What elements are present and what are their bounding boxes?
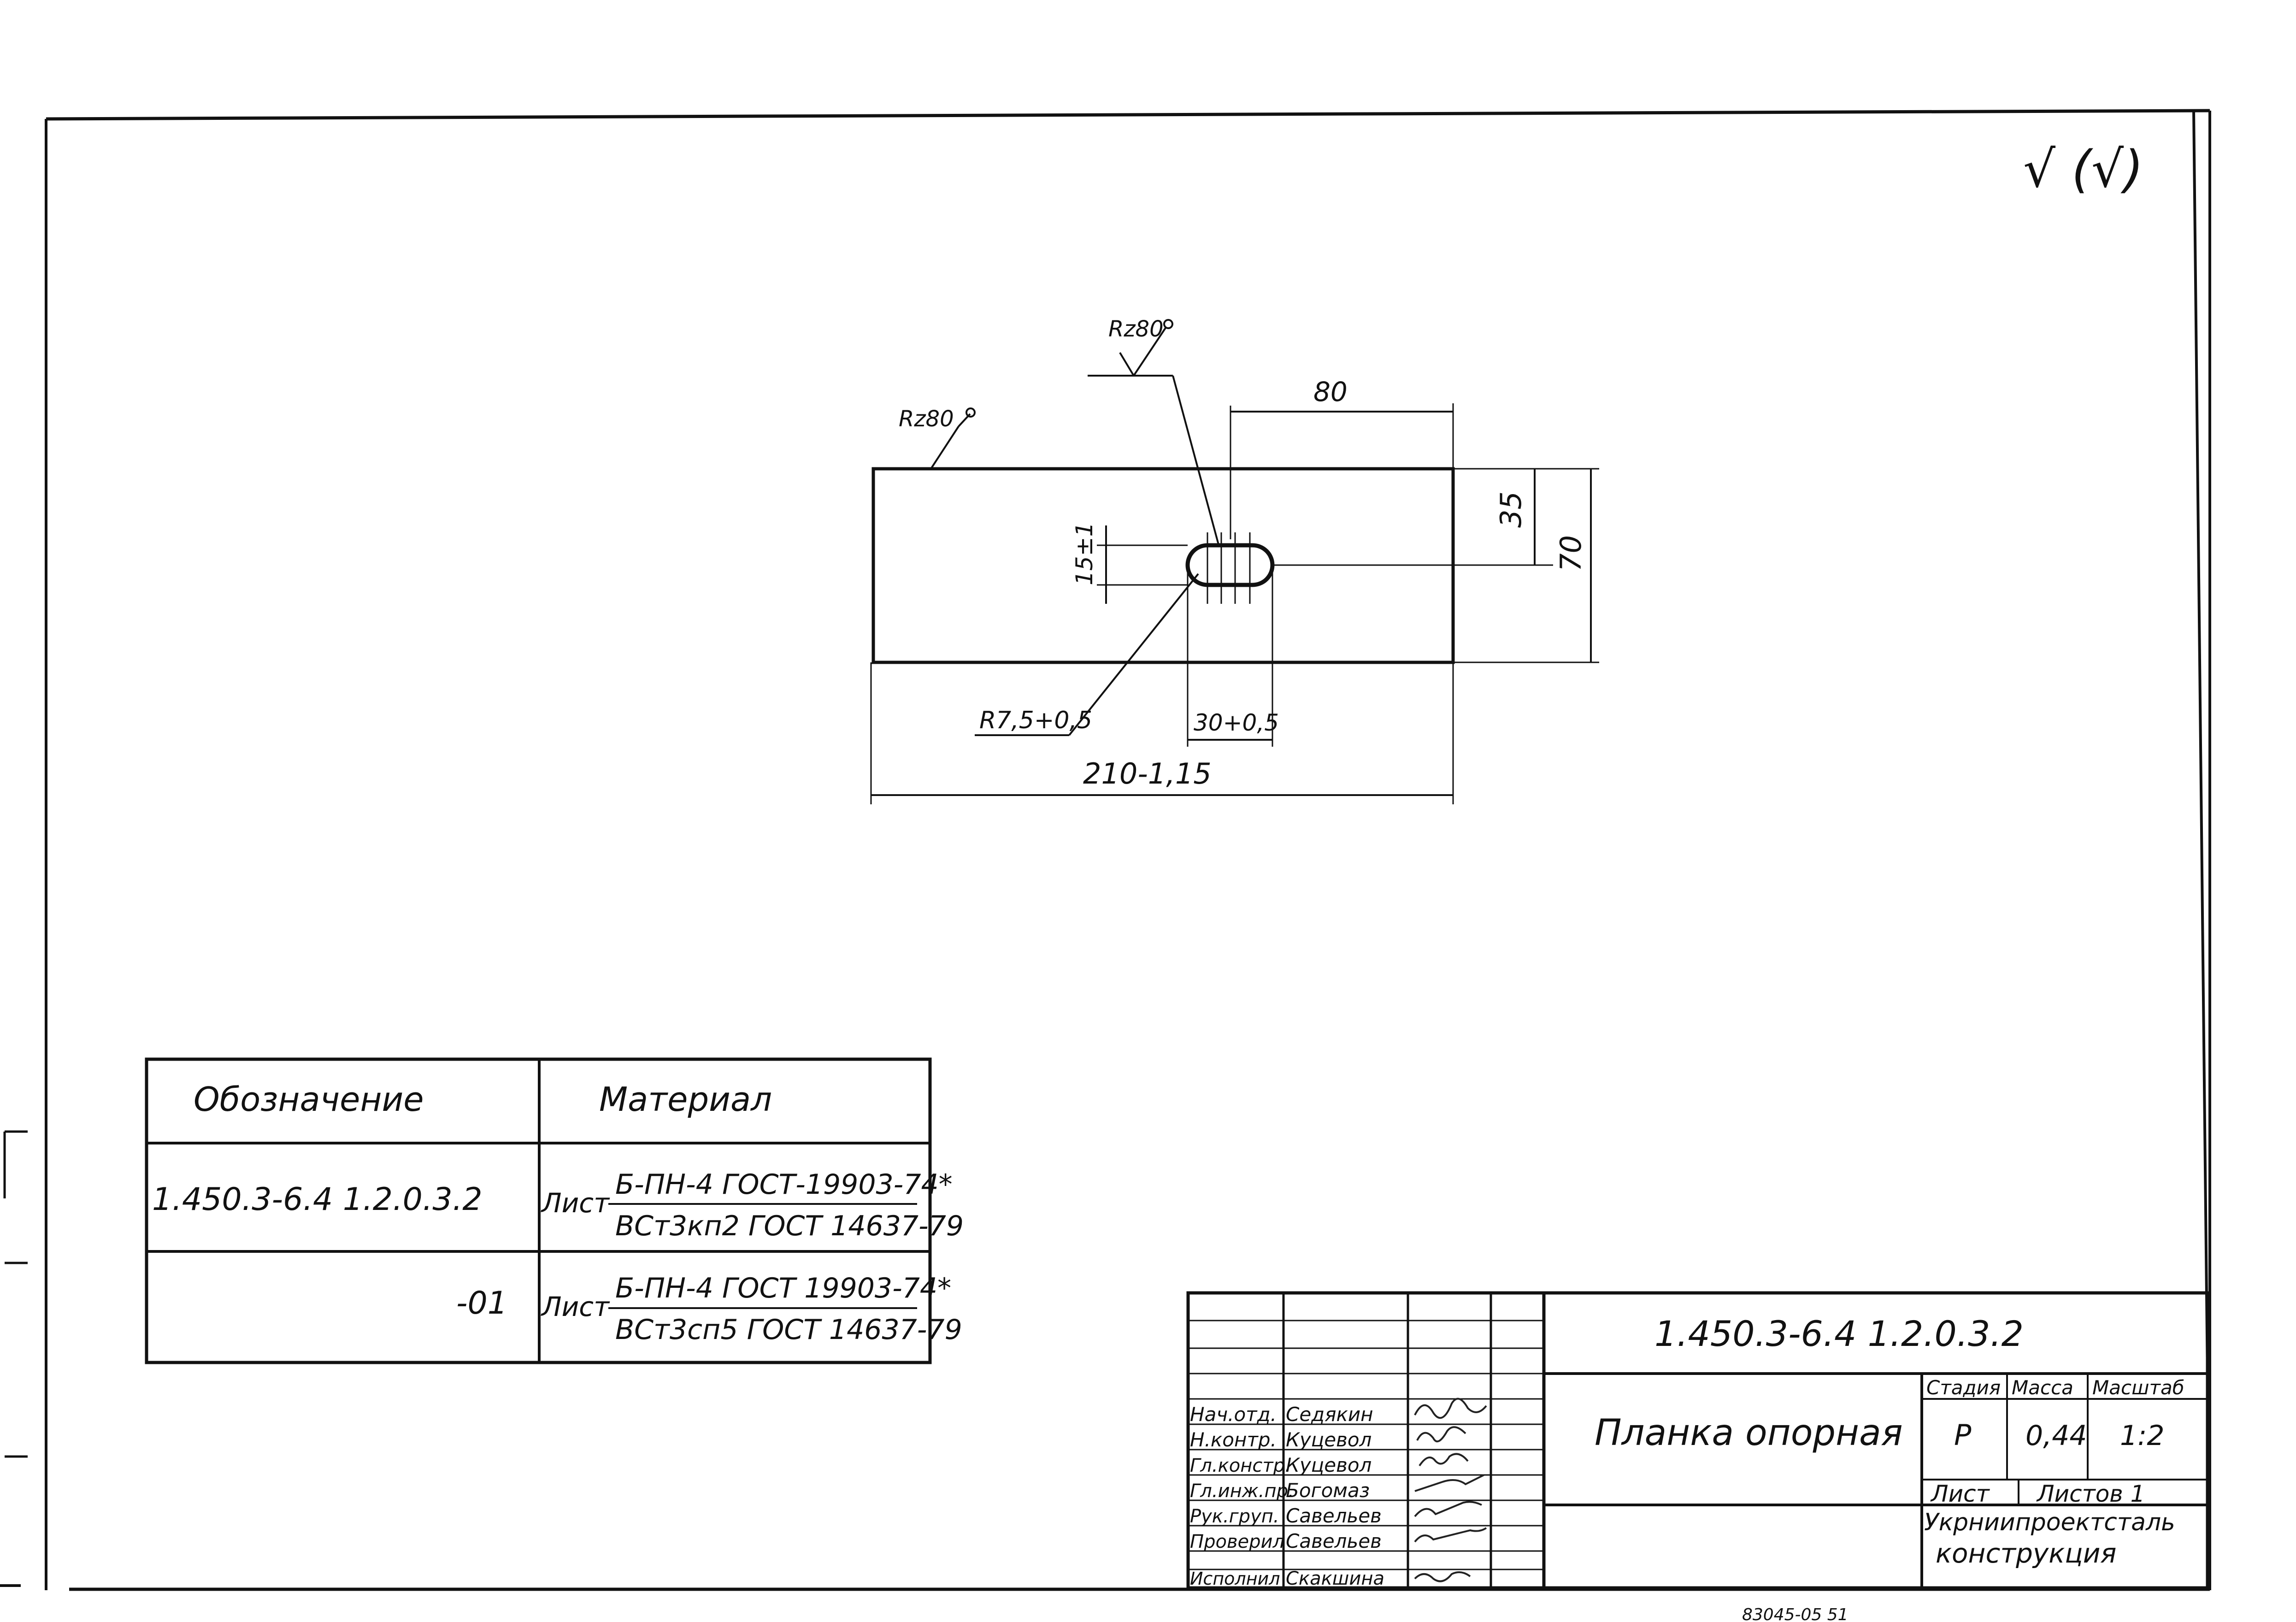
part-name: Планка опорная	[1595, 1412, 1903, 1454]
roughness-label-top: Rz80	[1108, 316, 1164, 342]
staff-name-3: Куцевол	[1286, 1454, 1372, 1476]
document-code: 1.450.3-6.4 1.2.0.3.2	[1654, 1313, 2024, 1354]
spec-row-2-material-top: Б-ПН-4 ГОСТ 19903-74*	[615, 1272, 951, 1304]
spec-row-1-prefix: Лист	[541, 1187, 610, 1219]
staff-role-2: Н.контр.	[1190, 1428, 1277, 1451]
staff-name-6: Савельев	[1286, 1530, 1382, 1552]
dim-length: 210-1,15	[1083, 757, 1212, 790]
organization-line-1: Укрниипроектсталь	[1924, 1509, 2175, 1536]
dim-slot-width: 15±1	[1071, 522, 1098, 585]
spec-row-1-material-top: Б-ПН-4 ГОСТ-19903-74*	[615, 1168, 953, 1201]
scale-header: Масштаб	[2092, 1376, 2184, 1399]
staff-role-1: Нач.отд.	[1190, 1403, 1277, 1426]
staff-role-6: Проверил	[1190, 1531, 1284, 1552]
scale-value: 1:2	[2120, 1420, 2165, 1452]
mass-header: Масса	[2012, 1376, 2073, 1399]
roughness-label-left: Rz80	[899, 406, 954, 432]
title-block: 1.450.3-6.4 1.2.0.3.2 Планка опорная Ста…	[1186, 1291, 2209, 1590]
spec-table: Обозначение Материал 1.450.3-6.4 1.2.0.3…	[145, 1057, 964, 1364]
slot-outline	[1185, 543, 1275, 587]
dim-slot-center: 80	[1313, 376, 1348, 407]
sheet-label: Лист	[1930, 1480, 1990, 1507]
spec-row-1-designation: 1.450.3-6.4 1.2.0.3.2	[152, 1181, 483, 1218]
spec-row-2-prefix: Лист	[541, 1291, 610, 1322]
staff-role-3: Гл.констр.	[1190, 1455, 1291, 1476]
dim-height: 70	[1554, 535, 1588, 572]
staff-name-4: Богомаз	[1286, 1479, 1370, 1502]
organization-line-2: конструкция	[1936, 1538, 2116, 1569]
signatures	[1414, 1398, 1487, 1582]
general-roughness-mark: √ (√)	[2023, 140, 2143, 199]
staff-name-5: Савельев	[1286, 1504, 1382, 1527]
spec-header-designation: Обозначение	[194, 1080, 424, 1119]
spec-row-2-designation: -01	[456, 1285, 507, 1321]
spec-header-material: Материал	[599, 1080, 772, 1119]
binding-marks	[0, 1130, 28, 1587]
roughness-check-icon: √ (√)	[2023, 140, 2143, 199]
dim-half-height: 35	[1494, 491, 1528, 528]
part-view: 80 35 70 15±1 R7,5+0,5 30+0,5 210-1,15 R…	[870, 316, 1599, 804]
dim-slot-length: 30+0,5	[1194, 709, 1279, 736]
staff-role-5: Рук.груп.	[1190, 1506, 1279, 1527]
mass-value: 0,44	[2025, 1420, 2087, 1452]
dim-radius: R7,5+0,5	[979, 707, 1092, 734]
staff-name-7: Скакшина	[1286, 1568, 1384, 1589]
staff-role-7: Исполнил	[1190, 1569, 1280, 1589]
staff-name-1: Седякин	[1286, 1403, 1373, 1426]
spec-row-1-material-bottom: ВСт3кп2 ГОСТ 14637-79	[615, 1210, 964, 1242]
spec-row-2-material-bottom: ВСт3сп5 ГОСТ 14637-79	[615, 1314, 962, 1346]
staff-role-4: Гл.инж.пр.	[1190, 1480, 1294, 1502]
staff-name-2: Куцевол	[1286, 1428, 1372, 1451]
stage-header: Стадия	[1926, 1376, 2001, 1399]
stage-value: Р	[1954, 1418, 1972, 1452]
footer-fragment: 83045-05 51	[1742, 1605, 1849, 1622]
sheets-label: Листов 1	[2036, 1480, 2145, 1507]
